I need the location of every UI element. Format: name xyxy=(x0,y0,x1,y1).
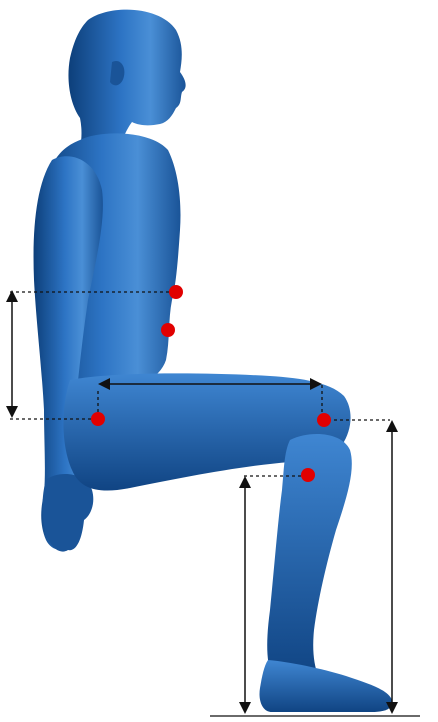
hip-joint-marker xyxy=(91,412,105,426)
human-figure xyxy=(34,10,393,712)
shin-point-marker xyxy=(301,468,315,482)
lumbar-top-marker xyxy=(169,285,183,299)
knee-joint-marker xyxy=(317,413,331,427)
lumbar-mid-marker xyxy=(161,323,175,337)
foot xyxy=(260,660,393,712)
head xyxy=(68,10,185,150)
